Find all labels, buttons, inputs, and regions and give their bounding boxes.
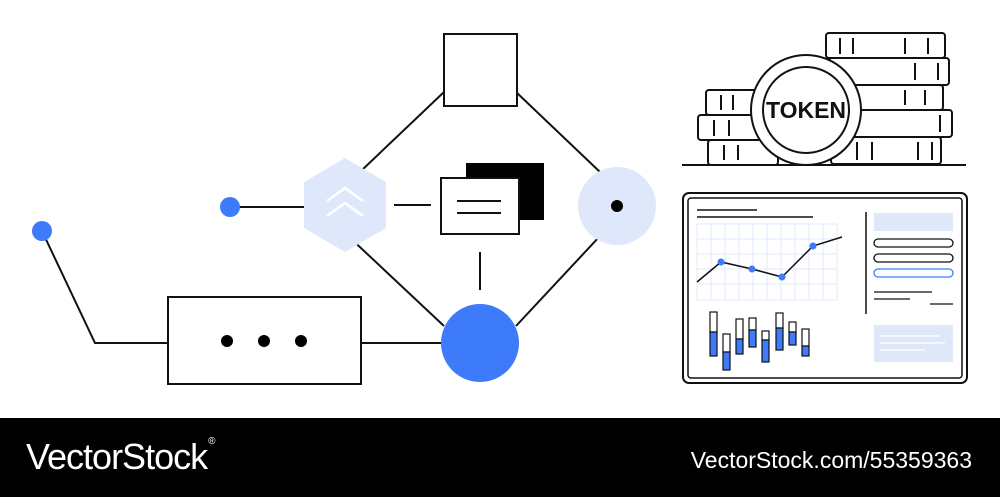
network-edges [41, 91, 601, 344]
panel-pill-2 [873, 253, 954, 263]
panel-header-block [874, 213, 953, 231]
network-token-illustration: TOKEN [32, 32, 968, 385]
stock-id-link[interactable]: VectorStock.com/55359363 [690, 447, 972, 473]
dashboard-tablet [682, 192, 968, 384]
registered-mark: ® [208, 436, 215, 447]
token-label: TOKEN [766, 97, 846, 123]
panel-pill-3 [873, 268, 954, 278]
double-chevron-up-icon [304, 158, 386, 252]
brand-logo[interactable]: VectorStock® [26, 436, 216, 478]
panel-pill-1 [873, 238, 954, 248]
dot-circle-icon [578, 167, 656, 245]
token-coin: TOKEN [750, 54, 862, 166]
top-square-node [443, 33, 518, 107]
connector-dot-left [220, 197, 240, 217]
brand-name: VectorStock [26, 436, 208, 477]
connector-dot-far-left [32, 221, 52, 241]
line-chart-grid [696, 223, 838, 301]
stacked-documents-icon [440, 163, 544, 235]
bottom-blue-node [441, 304, 519, 382]
ellipsis-icon [167, 296, 362, 385]
candlestick-bars [709, 311, 810, 371]
footer-bar: VectorStock® VectorStock.com/55359363 [0, 418, 1000, 497]
trend-line [696, 236, 843, 283]
